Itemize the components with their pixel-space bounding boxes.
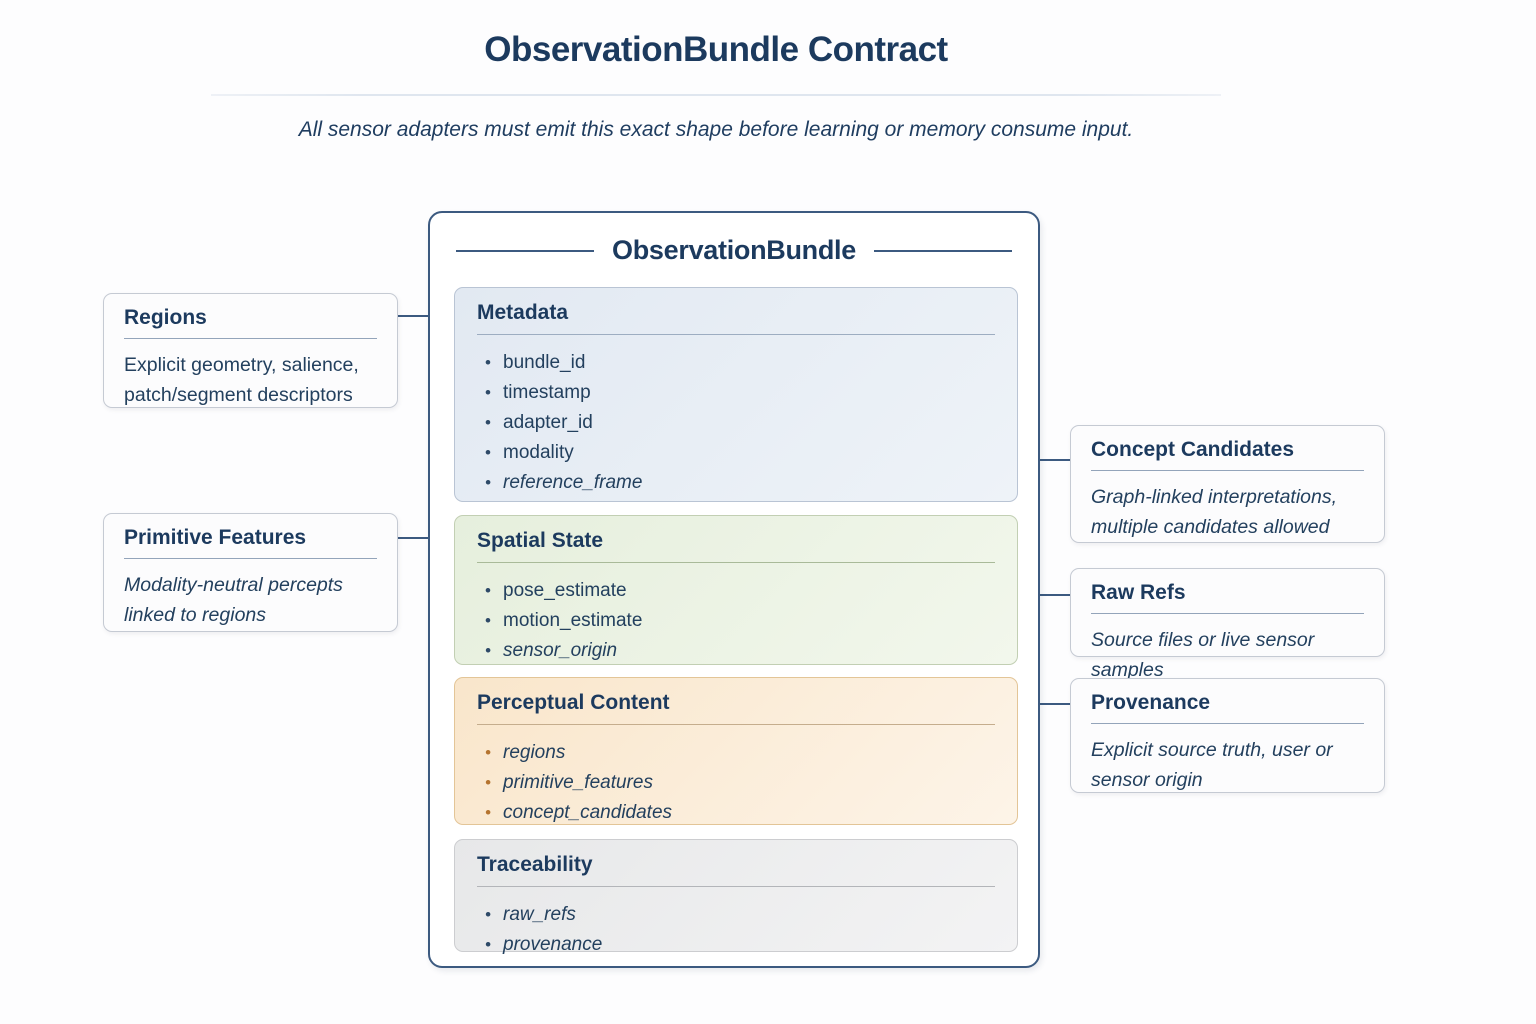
note-concept-candidates-title: Concept Candidates xyxy=(1091,438,1295,461)
field-concept-candidates: concept_candidates xyxy=(477,798,995,828)
field-provenance: provenance xyxy=(477,930,995,960)
field-motion-estimate: motion_estimate xyxy=(477,606,995,636)
title-rule-right xyxy=(873,249,1013,252)
note-raw-refs-description: Source files or live sensor samples xyxy=(1091,629,1315,681)
field-timestamp: timestamp xyxy=(477,378,995,408)
observation-bundle-container: ObservationBundle Metadata bundle_id tim… xyxy=(428,211,1040,968)
section-perceptual-content: Perceptual Content regions primitive_fea… xyxy=(454,677,1018,828)
section-metadata-rule xyxy=(477,334,995,335)
note-provenance-title: Provenance xyxy=(1091,691,1211,714)
section-traceability-list: raw_refs provenance xyxy=(477,900,995,960)
bundle-title: ObservationBundle xyxy=(612,235,856,265)
page-title: ObservationBundle Contract xyxy=(484,30,948,69)
note-regions-description: Explicit geometry, salience, patch/segme… xyxy=(124,354,359,406)
note-provenance: Provenance Explicit source truth, user o… xyxy=(1070,678,1385,793)
page-subtitle: All sensor adapters must emit this exact… xyxy=(298,118,1134,141)
title-rule-left xyxy=(456,249,595,252)
section-perceptual-content-title: Perceptual Content xyxy=(477,691,670,714)
note-raw-refs-rule xyxy=(1091,613,1364,614)
bundle-title-row: ObservationBundle xyxy=(430,235,1038,266)
field-bundle-id: bundle_id xyxy=(477,348,995,378)
field-modality: modality xyxy=(477,438,995,468)
field-regions: regions xyxy=(477,738,995,768)
note-primitive-features-title: Primitive Features xyxy=(124,526,307,549)
note-provenance-description: Explicit source truth, user or sensor or… xyxy=(1091,739,1333,791)
section-traceability-title: Traceability xyxy=(477,853,593,876)
section-traceability-rule xyxy=(477,886,995,887)
note-concept-candidates-description: Graph-linked interpretations, multiple c… xyxy=(1091,486,1338,538)
section-metadata-title: Metadata xyxy=(477,301,569,324)
connector-primitive-to-spatial xyxy=(397,537,453,539)
note-primitive-features-description: Modality-neutral percepts linked to regi… xyxy=(124,574,343,626)
section-metadata: Metadata bundle_id timestamp adapter_id … xyxy=(454,287,1018,502)
section-spatial-state-title: Spatial State xyxy=(477,529,604,552)
field-reference-frame: reference_frame xyxy=(477,468,995,498)
connector-spatial-to-rawrefs xyxy=(1015,594,1071,596)
note-raw-refs-title: Raw Refs xyxy=(1091,581,1186,604)
section-spatial-state: Spatial State pose_estimate motion_estim… xyxy=(454,515,1018,666)
note-primitive-features-rule xyxy=(124,558,377,559)
note-concept-candidates: Concept Candidates Graph-linked interpre… xyxy=(1070,425,1385,543)
connector-perceptual-to-provenance xyxy=(1015,703,1071,705)
note-provenance-rule xyxy=(1091,723,1364,724)
page-header: ObservationBundle Contract All sensor ad… xyxy=(196,30,1236,142)
note-regions-rule xyxy=(124,338,377,339)
section-metadata-list: bundle_id timestamp adapter_id modality … xyxy=(477,348,995,498)
header-divider xyxy=(211,94,1221,96)
field-raw-refs: raw_refs xyxy=(477,900,995,930)
section-perceptual-content-list: regions primitive_features concept_candi… xyxy=(477,738,995,828)
connector-regions-to-bundle xyxy=(397,315,429,317)
note-concept-candidates-rule xyxy=(1091,470,1364,471)
note-raw-refs: Raw Refs Source files or live sensor sam… xyxy=(1070,568,1385,681)
connector-metadata-to-concept xyxy=(1015,459,1071,461)
field-primitive-features: primitive_features xyxy=(477,768,995,798)
field-adapter-id: adapter_id xyxy=(477,408,995,438)
section-spatial-state-rule xyxy=(477,562,995,563)
section-spatial-state-list: pose_estimate motion_estimate sensor_ori… xyxy=(477,576,995,666)
note-primitive-features: Primitive Features Modality-neutral perc… xyxy=(103,513,398,632)
section-traceability: Traceability raw_refs provenance xyxy=(454,839,1018,960)
field-pose-estimate: pose_estimate xyxy=(477,576,995,606)
note-regions: Regions Explicit geometry, salience, pat… xyxy=(103,293,398,408)
field-sensor-origin: sensor_origin xyxy=(477,636,995,666)
section-perceptual-content-rule xyxy=(477,724,995,725)
note-regions-title: Regions xyxy=(124,306,207,329)
